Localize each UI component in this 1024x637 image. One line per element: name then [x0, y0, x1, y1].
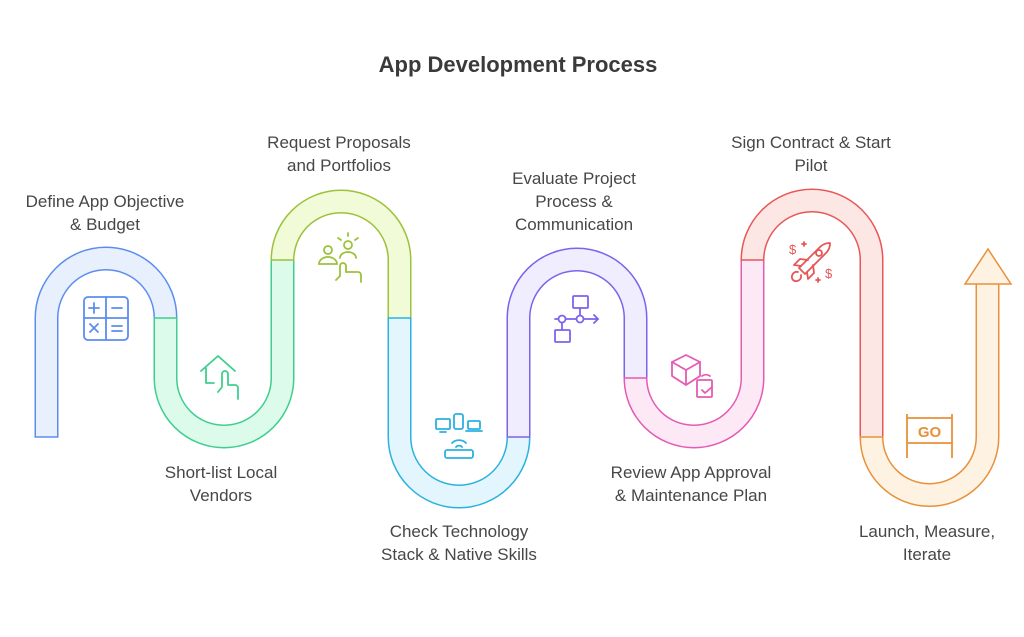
- label-line: Communication: [514, 215, 634, 234]
- label-line: Review App Approval: [610, 463, 772, 482]
- label-line: Pilot: [794, 156, 828, 175]
- road-segment-7: [740, 188, 884, 437]
- road-segment-1: [34, 246, 178, 437]
- label-line: Stack & Native Skills: [381, 545, 537, 564]
- label-line: and Portfolios: [287, 156, 391, 175]
- rocket-icon: $ $: [789, 241, 833, 283]
- package-check-icon: [671, 354, 713, 398]
- label-line: Define App Objective: [25, 192, 185, 211]
- label-line: Sign Contract & Start: [731, 133, 891, 152]
- svg-text:GO: GO: [918, 424, 942, 441]
- label-line: Iterate: [902, 545, 952, 564]
- step-3-label: Request Proposals and Portfolios: [219, 131, 459, 177]
- step-8-label: Launch, Measure, Iterate: [807, 520, 1024, 566]
- svg-text:$: $: [789, 242, 797, 257]
- step-6-label: Review App Approval & Maintenance Plan: [571, 461, 811, 507]
- road-segment-6: [623, 260, 765, 449]
- label-line: Vendors: [189, 486, 253, 505]
- label-line: & Maintenance Plan: [614, 486, 768, 505]
- flowchart-icon: [554, 295, 600, 343]
- label-line: Check Technology: [389, 522, 529, 541]
- label-line: Process &: [535, 192, 613, 211]
- arrow-head: [963, 247, 1013, 285]
- svg-text:$: $: [825, 266, 833, 281]
- diagram-title: App Development Process: [378, 52, 658, 77]
- people-select-icon: [318, 232, 362, 283]
- road-segment-2: [153, 260, 295, 449]
- go-sign-icon: GO: [906, 414, 953, 458]
- label-line: Short-list Local: [164, 463, 278, 482]
- road-segment-8: [859, 247, 1013, 507]
- devices-network-icon: [435, 413, 483, 459]
- label-line: Request Proposals: [267, 133, 411, 152]
- road-segment-5: [506, 247, 648, 438]
- step-1-label: Define App Objective & Budget: [0, 190, 225, 236]
- road-segment-4: [387, 317, 531, 509]
- house-pointer-icon: [200, 355, 239, 400]
- label-line: Launch, Measure,: [858, 522, 996, 541]
- label-line: Evaluate Project: [512, 169, 636, 188]
- label-line: & Budget: [70, 215, 140, 234]
- calculator-icon: [83, 296, 129, 341]
- road-segment-3: [270, 189, 412, 318]
